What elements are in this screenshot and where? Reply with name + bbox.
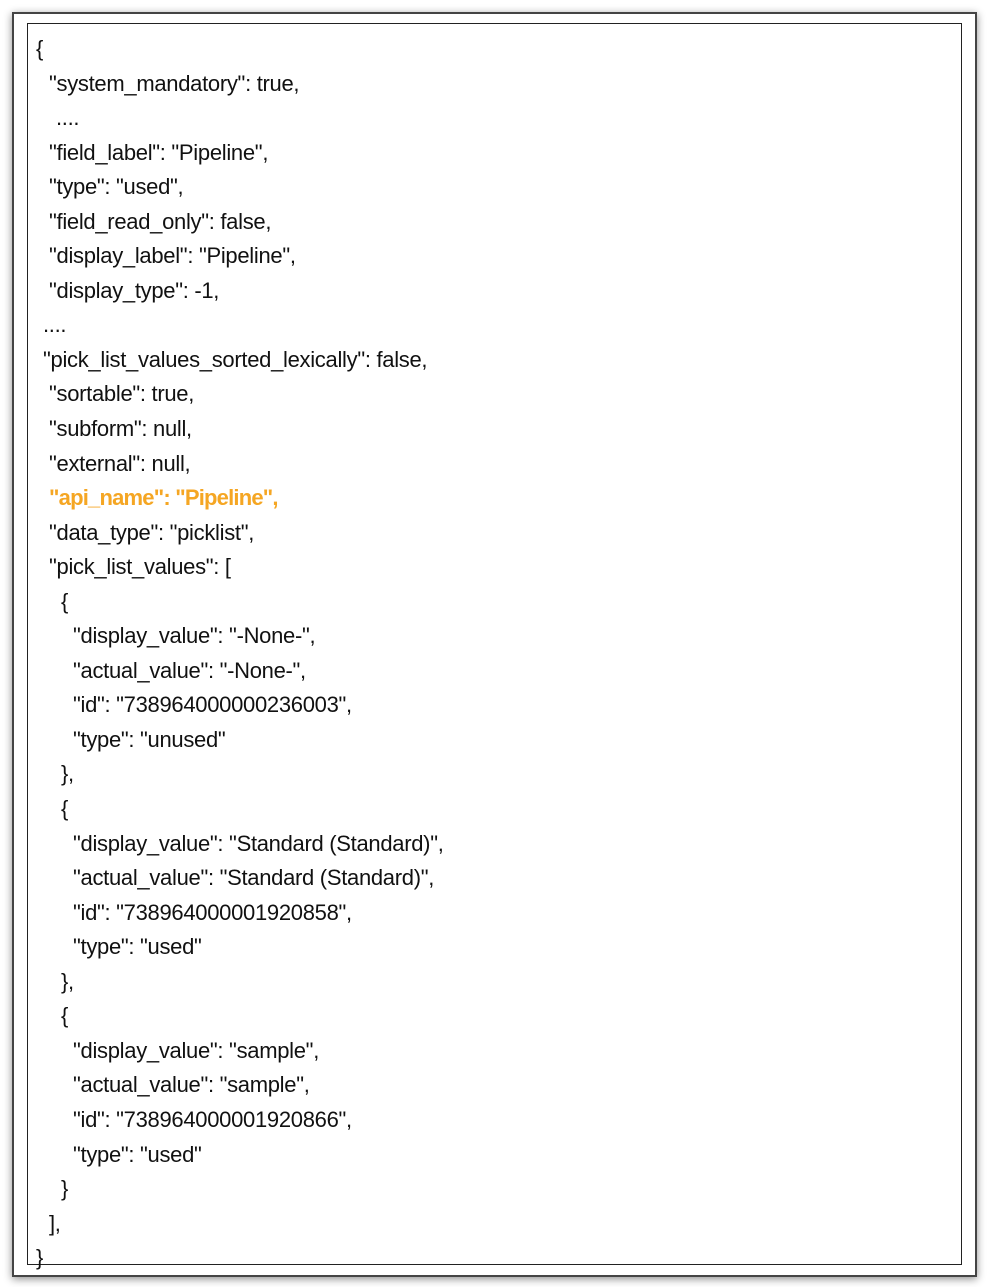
- code-line: "display_value": "-None-",: [73, 623, 316, 649]
- code-line: "type": "unused": [73, 726, 226, 752]
- code-line: "pick_list_values": [: [49, 554, 231, 580]
- code-line: {: [36, 36, 44, 61]
- code-box: { "system_mandatory": true, .... "field_…: [27, 23, 962, 1270]
- code-line: ],: [49, 1210, 61, 1236]
- document-frame: { "system_mandatory": true, .... "field_…: [12, 12, 977, 1277]
- code-line: "display_type": -1,: [49, 277, 220, 303]
- code-line: "type": "used": [73, 1141, 202, 1167]
- code-line: "pick_list_values_sorted_lexically": fal…: [43, 346, 428, 372]
- code-line: "field_label": "Pipeline",: [49, 139, 269, 165]
- code-line: "display_label": "Pipeline",: [49, 243, 296, 269]
- code-line: }: [36, 1245, 44, 1271]
- code-line: "id": "738964000001920866",: [73, 1106, 352, 1132]
- code-line: "sortable": true,: [49, 381, 195, 407]
- code-line: {: [61, 588, 69, 614]
- code-line: "subform": null,: [49, 416, 192, 442]
- code-line: }: [61, 1176, 69, 1202]
- code-line: "actual_value": "sample",: [73, 1072, 310, 1098]
- code-line: {: [61, 796, 69, 822]
- code-line: "id": "738964000001920858",: [73, 899, 352, 925]
- code-line: "actual_value": "Standard (Standard)",: [73, 865, 435, 891]
- code-line: "actual_value": "-None-",: [73, 657, 306, 683]
- code-line: "external": null,: [49, 450, 191, 476]
- json-code-block: { "system_mandatory": true, .... "field_…: [28, 32, 444, 1276]
- code-line: "id": "738964000000236003",: [73, 692, 352, 718]
- code-line: },: [61, 968, 74, 994]
- code-line: "system_mandatory": true,: [49, 70, 300, 96]
- code-line: "display_value": "Standard (Standard)",: [73, 830, 444, 856]
- code-line: {: [61, 1003, 69, 1029]
- code-line: "data_type": "picklist",: [49, 519, 255, 545]
- code-line: "display_value": "sample",: [73, 1037, 320, 1063]
- highlighted-api-name-line: "api_name": "Pipeline",: [49, 485, 279, 511]
- code-line: ....: [56, 105, 80, 131]
- code-line: },: [61, 761, 74, 787]
- code-line: "field_read_only": false,: [49, 208, 272, 234]
- code-line: "type": "used": [73, 934, 202, 960]
- code-line: ....: [43, 312, 67, 338]
- code-line: "type": "used",: [49, 174, 184, 200]
